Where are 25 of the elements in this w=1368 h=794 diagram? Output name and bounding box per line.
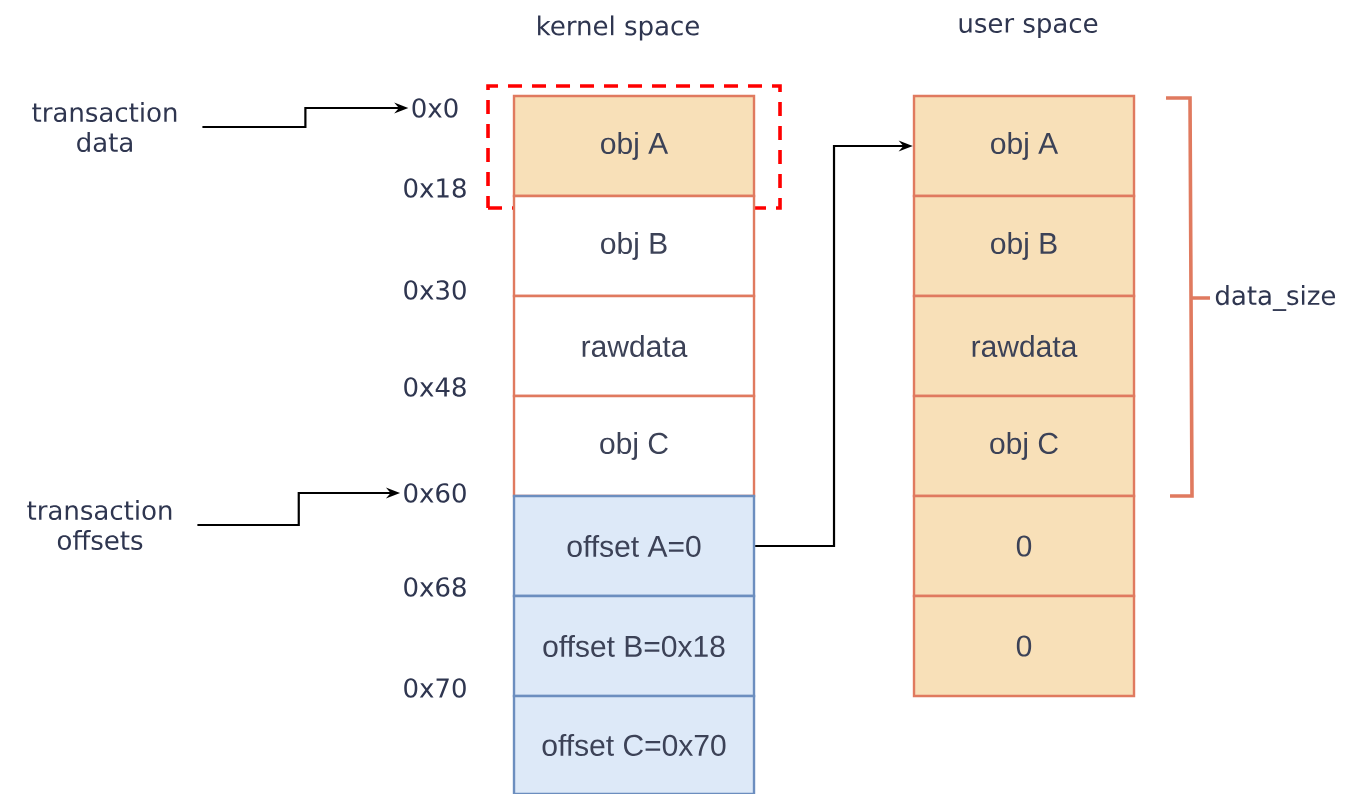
memory-cell: obj C bbox=[512, 394, 756, 498]
size-label: data_size bbox=[1215, 285, 1336, 311]
memory-cell: obj B bbox=[512, 194, 756, 298]
memory-cell: obj B bbox=[912, 194, 1136, 298]
memory-cell: offset B=0x18 bbox=[512, 594, 756, 698]
address-label: 0x18 bbox=[404, 178, 466, 198]
memory-cell: obj A bbox=[512, 94, 756, 198]
memory-cell: obj A bbox=[912, 94, 1136, 198]
address-label: 0x70 bbox=[404, 678, 466, 698]
memory-cell: rawdata bbox=[512, 294, 756, 398]
memory-cell: offset A=0 bbox=[512, 494, 756, 598]
address-label: 0x60 bbox=[404, 483, 466, 503]
column-heading: kernel space bbox=[538, 15, 699, 41]
address-label: 0x48 bbox=[404, 377, 466, 397]
memory-cell: 0 bbox=[912, 594, 1136, 698]
memory-cell: 0 bbox=[912, 494, 1136, 598]
memory-cell: rawdata bbox=[912, 294, 1136, 398]
column-heading: user space bbox=[959, 18, 1098, 38]
annotation-text: transaction data bbox=[32, 101, 177, 153]
address-label: 0x30 bbox=[404, 280, 466, 300]
address-label: 0x68 bbox=[404, 577, 466, 597]
annotation-text: transaction offsets bbox=[27, 499, 172, 551]
memory-cell: offset C=0x70 bbox=[512, 694, 756, 794]
address-label: 0x0 bbox=[412, 98, 458, 118]
memory-cell: obj C bbox=[912, 394, 1136, 498]
